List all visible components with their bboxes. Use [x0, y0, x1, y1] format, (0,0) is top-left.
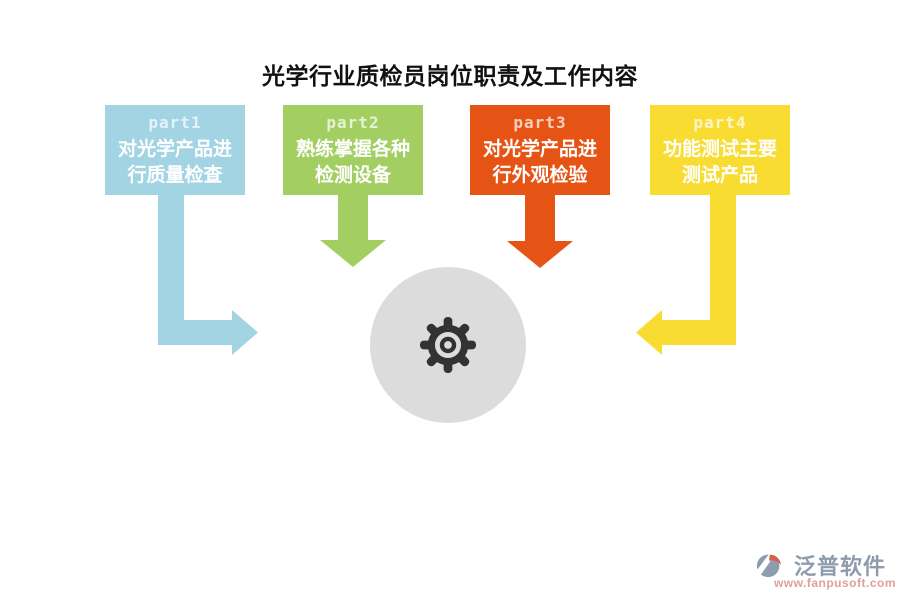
part-text-line: 对光学产品进: [117, 139, 232, 160]
brand-url-link[interactable]: www.fanpusoft.com: [773, 576, 896, 590]
arrow-down-icon: [320, 195, 386, 267]
part-text-line: 功能测试主要: [662, 139, 777, 160]
brand-name: 泛普软件: [793, 554, 886, 579]
gear-icon: [419, 316, 477, 374]
part-label: part2: [326, 113, 380, 132]
part-box-1: part1 对光学产品进 行质量检查: [105, 105, 245, 195]
center-circle: [370, 267, 526, 423]
part-text: 熟练掌握各种 检测设备: [283, 137, 423, 189]
part-text-line: 检测设备: [314, 165, 391, 186]
part-label: part4: [693, 113, 747, 132]
part-box-3: part3 对光学产品进 行外观检验: [470, 105, 610, 195]
part-text-line: 行质量检查: [127, 165, 223, 186]
part-label: part3: [513, 113, 567, 132]
part-text-line: 测试产品: [681, 165, 758, 186]
part-text-line: 对光学产品进: [482, 139, 597, 160]
fanpu-logo-icon: [756, 552, 782, 578]
part-text: 功能测试主要 测试产品: [650, 137, 790, 189]
part-text-line: 行外观检验: [492, 165, 588, 186]
arrow-down-icon: [507, 195, 573, 268]
part-box-2: part2 熟练掌握各种 检测设备: [283, 105, 423, 195]
arrow-right-icon: [158, 195, 258, 355]
part-text: 对光学产品进 行外观检验: [470, 137, 610, 189]
part-box-4: part4 功能测试主要 测试产品: [650, 105, 790, 195]
arrow-left-icon: [636, 195, 736, 355]
part-text: 对光学产品进 行质量检查: [105, 137, 245, 189]
page-title: 光学行业质检员岗位职责及工作内容: [262, 63, 638, 89]
brand-watermark: 泛普软件 www.fanpusoft.com: [754, 549, 896, 595]
part-text-line: 熟练掌握各种: [295, 139, 410, 160]
part-label: part1: [148, 113, 202, 132]
